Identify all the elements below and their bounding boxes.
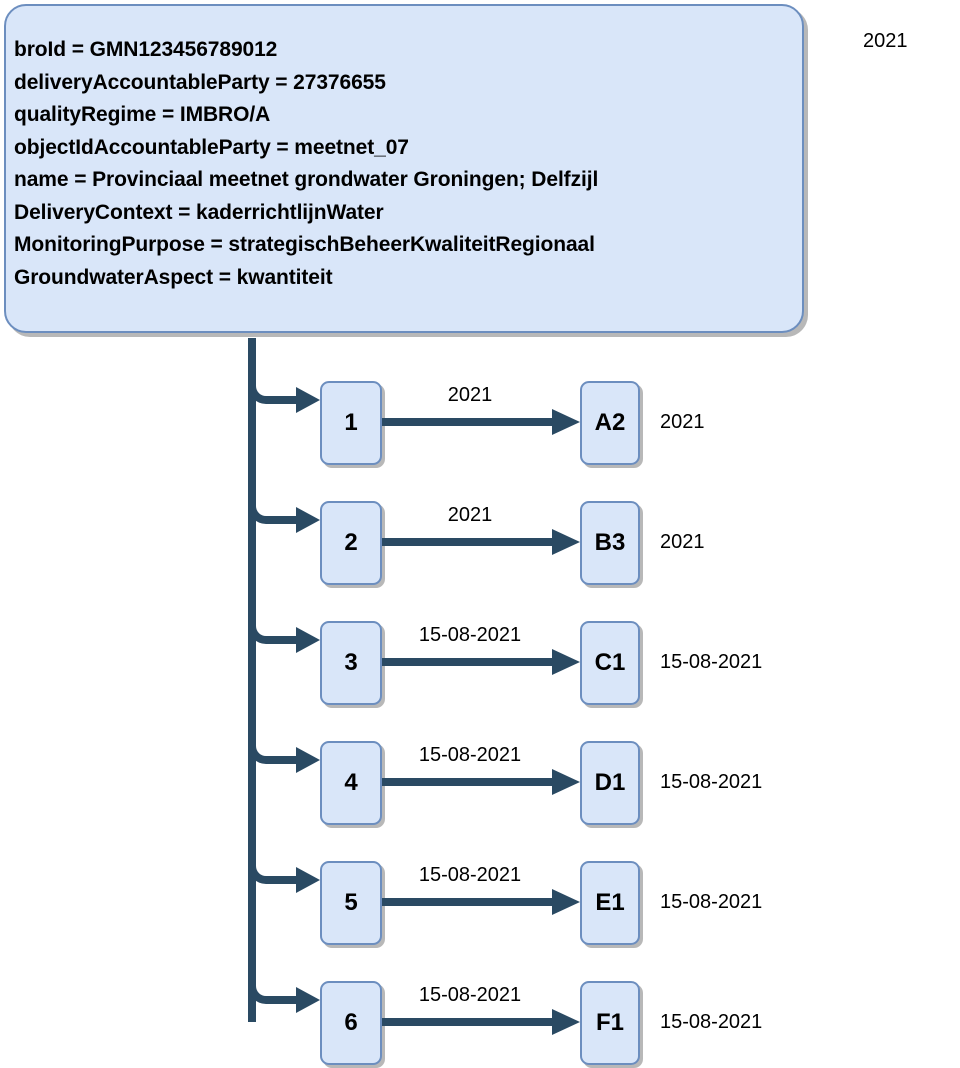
attribute-line-monitoringpurpose: MonitoringPurpose = strategischBeheerKwa…	[14, 233, 595, 256]
branch-arrowhead-icon	[296, 507, 320, 533]
row-date-label: 15-08-2021	[660, 771, 763, 793]
branch-row: 6 15-08-2021 F1 15-08-2021	[0, 970, 960, 1068]
link-date-label: 2021	[447, 504, 493, 526]
branch-elbow-connector	[248, 850, 284, 884]
monitoring-tube-node[interactable]: 1	[320, 381, 382, 465]
branch-shaft	[280, 876, 302, 884]
branch-elbow-connector	[248, 370, 284, 404]
branch-shaft	[280, 996, 302, 1004]
branch-arrowhead-icon	[296, 387, 320, 413]
gmn-attribute-box: broId = GMN123456789012 deliveryAccounta…	[4, 4, 804, 333]
link-arrowhead-icon	[552, 769, 580, 795]
attribute-line-deliverycontext: DeliveryContext = kaderrichtlijnWater	[14, 200, 384, 224]
branch-arrowhead-icon	[296, 867, 320, 893]
link-shaft	[382, 418, 558, 426]
link-shaft	[382, 538, 558, 546]
measurement-node[interactable]: B3	[580, 501, 640, 585]
row-date-label: 15-08-2021	[660, 651, 763, 673]
branch-elbow-connector	[248, 730, 284, 764]
measurement-node[interactable]: F1	[580, 981, 640, 1065]
link-arrowhead-icon	[552, 649, 580, 675]
measurement-node[interactable]: A2	[580, 381, 640, 465]
link-shaft	[382, 658, 558, 666]
link-arrowhead-icon	[552, 409, 580, 435]
branch-elbow-connector	[248, 610, 284, 644]
link-arrowhead-icon	[552, 889, 580, 915]
link-shaft	[382, 898, 558, 906]
measurement-node[interactable]: D1	[580, 741, 640, 825]
branch-row: 3 15-08-2021 C1 15-08-2021	[0, 610, 960, 730]
branch-shaft	[280, 636, 302, 644]
measurement-node[interactable]: E1	[580, 861, 640, 945]
link-date-label: 15-08-2021	[418, 984, 522, 1006]
attribute-line-deliveryaccountableparty: deliveryAccountableParty = 27376655	[14, 70, 386, 94]
link-date-label: 15-08-2021	[418, 864, 522, 886]
attribute-list: broId = GMN123456789012 deliveryAccounta…	[14, 34, 794, 294]
branch-row: 1 2021 A2 2021	[0, 370, 960, 490]
branch-shaft	[280, 516, 302, 524]
branch-shaft	[280, 396, 302, 404]
attribute-line-qualityregime: qualityRegime = IMBRO/A	[14, 103, 271, 126]
row-date-label: 2021	[660, 531, 705, 553]
row-date-label: 15-08-2021	[660, 1011, 763, 1033]
branch-row: 2 2021 B3 2021	[0, 490, 960, 610]
attribute-line-broid: broId = GMN123456789012	[14, 38, 278, 61]
link-arrowhead-icon	[552, 1009, 580, 1035]
branch-arrowhead-icon	[296, 987, 320, 1013]
link-date-label: 2021	[447, 384, 493, 406]
link-date-label: 15-08-2021	[418, 744, 522, 766]
branch-elbow-connector	[248, 490, 284, 524]
link-arrowhead-icon	[552, 529, 580, 555]
attribute-line-groundwateraspect: GroundwaterAspect = kwantiteit	[14, 265, 333, 289]
tree-trunk-line	[248, 338, 256, 1022]
branch-arrowhead-icon	[296, 747, 320, 773]
row-date-label: 2021	[660, 411, 705, 433]
monitoring-tube-node[interactable]: 4	[320, 741, 382, 825]
attribute-line-objectidaccountableparty: objectIdAccountableParty = meetnet_07	[14, 135, 409, 159]
link-shaft	[382, 778, 558, 786]
header-year-label: 2021	[863, 30, 908, 52]
branch-elbow-connector	[248, 970, 284, 1004]
measurement-node[interactable]: C1	[580, 621, 640, 705]
branch-row: 4 15-08-2021 D1 15-08-2021	[0, 730, 960, 850]
monitoring-tube-node[interactable]: 3	[320, 621, 382, 705]
monitoring-tube-node[interactable]: 6	[320, 981, 382, 1065]
attribute-line-name: name = Provinciaal meetnet grondwater Gr…	[14, 168, 599, 191]
monitoring-tube-node[interactable]: 2	[320, 501, 382, 585]
row-date-label: 15-08-2021	[660, 891, 763, 913]
branch-arrowhead-icon	[296, 627, 320, 653]
link-date-label: 15-08-2021	[418, 624, 522, 646]
monitoring-tube-node[interactable]: 5	[320, 861, 382, 945]
link-shaft	[382, 1018, 558, 1026]
branch-row: 5 15-08-2021 E1 15-08-2021	[0, 850, 960, 970]
branch-shaft	[280, 756, 302, 764]
